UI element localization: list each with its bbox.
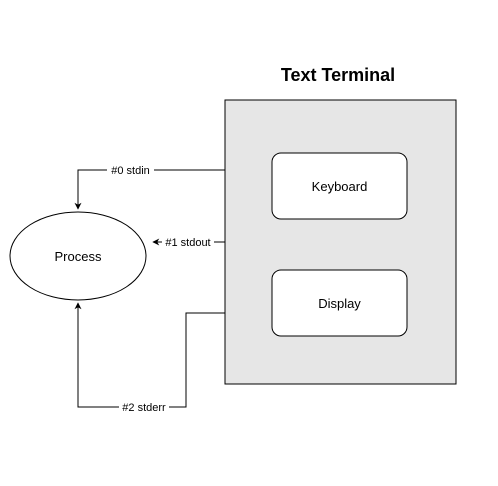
stdout-label: #1 stdout — [165, 237, 210, 249]
stdout-label-bg — [162, 235, 214, 249]
process-label: Process — [55, 249, 102, 264]
stdin-edge — [74, 169, 225, 210]
display-label: Display — [318, 296, 361, 311]
keyboard-node — [271, 152, 408, 220]
keyboard-label: Keyboard — [312, 179, 368, 194]
terminal-box — [224, 99, 457, 385]
stdin-label: #0 stdin — [111, 165, 150, 177]
stderr-edge — [74, 302, 225, 408]
stderr-label-bg — [119, 400, 169, 414]
stdin-label-bg — [107, 163, 154, 177]
display-node — [271, 269, 408, 337]
terminal-title: Text Terminal — [281, 65, 395, 85]
stderr-label: #2 stderr — [122, 402, 166, 414]
process-node — [9, 211, 147, 301]
